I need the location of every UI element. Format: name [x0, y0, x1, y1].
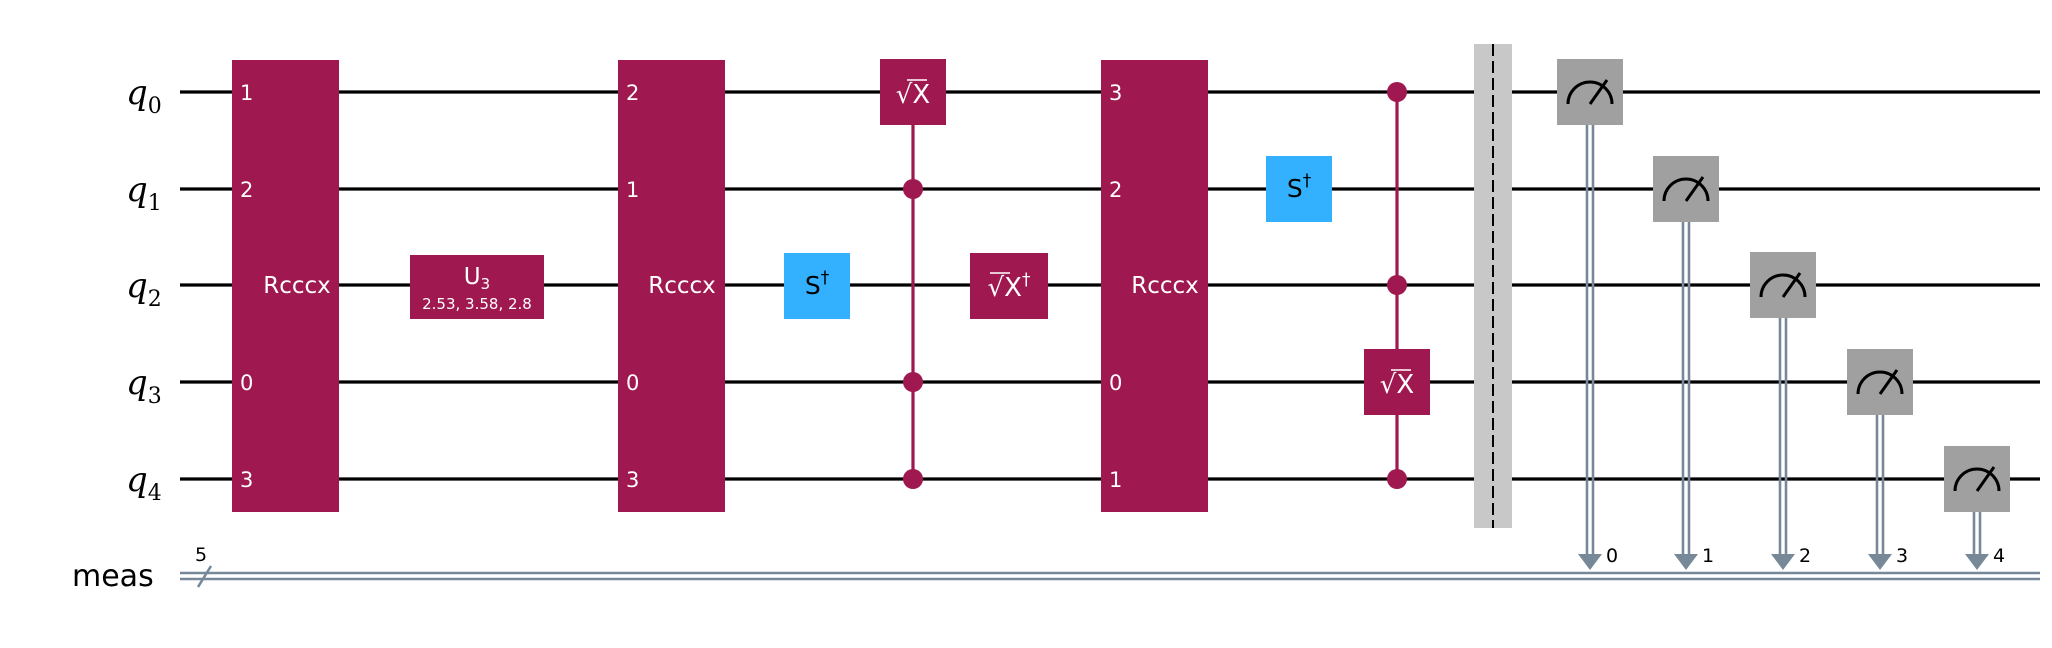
- meter-icon: [1856, 370, 1904, 395]
- register-size-label: 5: [195, 544, 207, 566]
- qubit-label-q3: q3: [126, 363, 162, 409]
- rcccx-gate-1-pin-q1: 2: [240, 178, 253, 202]
- qubit-label-q4: q4: [126, 460, 162, 506]
- qubit-label-q0: q0: [126, 73, 162, 119]
- rcccx-gate-3-label: Rcccx: [1131, 273, 1199, 299]
- rcccx-gate-1-pin-q0: 1: [240, 81, 253, 105]
- sdg-gate-q1: S†: [1266, 156, 1332, 222]
- sxdg-gate-dagger: †: [1022, 270, 1031, 290]
- svg-text:√X†: √X†: [988, 270, 1031, 303]
- svg-text:√X: √X: [1380, 370, 1414, 400]
- svg-text:√X: √X: [896, 80, 930, 110]
- classical-wire-meas: [180, 571, 2040, 581]
- sxdg-gate-label: X: [1004, 273, 1022, 303]
- measure-bit-label: 0: [1606, 545, 1618, 567]
- classical-register-label: meas: [72, 559, 154, 594]
- rcccx-gate-3-pin-q4: 1: [1109, 468, 1122, 492]
- measure-gate-q1: 1: [1653, 156, 1719, 570]
- sxdg-gate-q2: √X†: [970, 253, 1048, 319]
- sdg-gate-q1-dagger: †: [1303, 171, 1312, 191]
- rcccx-gate-1: 1 2 0 3 Rcccx: [232, 60, 339, 512]
- measure-bit-label: 2: [1799, 545, 1811, 567]
- svg-text:S†: S†: [805, 268, 830, 300]
- sx-gate-3-label: X: [1396, 370, 1414, 400]
- measurements: 0 1 2 3 4: [1557, 59, 2010, 570]
- u3-gate-params: 2.53, 3.58, 2.8: [422, 295, 532, 313]
- measure-gate-q2: 2: [1750, 252, 1816, 570]
- qubit-label-q1: q1: [126, 170, 162, 216]
- sx-gate-3-root: √: [1380, 370, 1397, 400]
- measure-bit-label: 3: [1896, 545, 1908, 567]
- meter-icon: [1953, 467, 2001, 492]
- svg-text:S†: S†: [1287, 171, 1312, 203]
- barrier: [1474, 44, 1512, 528]
- sxdg-gate-root: √: [988, 273, 1005, 303]
- rcccx-gate-2-pin-q1: 1: [626, 178, 639, 202]
- rcccx-gate-1-pin-q4: 3: [240, 468, 253, 492]
- rcccx-gate-3-pin-q0: 3: [1109, 81, 1122, 105]
- measure-bit-label: 4: [1993, 545, 2005, 567]
- rcccx-gate-2-label: Rcccx: [648, 273, 716, 299]
- register-size-slash: [196, 565, 213, 588]
- meter-icon: [1566, 80, 1614, 105]
- rcccx-gate-3: 3 2 0 1 Rcccx: [1101, 60, 1208, 512]
- sx-gate-1-root: √: [896, 80, 913, 110]
- measure-bit-label: 1: [1702, 545, 1714, 567]
- controlled-sx-gate-2: √X: [1364, 82, 1430, 489]
- sdg-gate-q2-dagger: †: [821, 268, 830, 288]
- rcccx-gate-3-pin-q1: 2: [1109, 178, 1122, 202]
- qubit-label-q2: q2: [126, 266, 162, 312]
- control-dot-q2: [1387, 275, 1407, 295]
- control-dot-q1: [903, 179, 923, 199]
- rcccx-gate-2-pin-q0: 2: [626, 81, 639, 105]
- rcccx-gate-2: 2 1 0 3 Rcccx: [618, 60, 725, 512]
- meter-icon: [1662, 177, 1710, 202]
- control-dot-q4: [903, 469, 923, 489]
- rcccx-gate-2-pin-q4: 3: [626, 468, 639, 492]
- svg-text:U3: U3: [464, 264, 490, 293]
- measure-gate-q0: 0: [1557, 59, 1623, 570]
- u3-gate-subscript: 3: [481, 275, 491, 293]
- measure-gate-q3: 3: [1847, 349, 1913, 570]
- sdg-gate-q2-label: S: [805, 271, 821, 300]
- control-dot-q0: [1387, 82, 1407, 102]
- sdg-gate-q1-label: S: [1287, 174, 1303, 203]
- u3-gate: U3 2.53, 3.58, 2.8: [410, 255, 544, 319]
- meter-icon: [1759, 273, 1807, 298]
- control-dot-q3: [903, 372, 923, 392]
- u3-gate-label: U: [464, 264, 481, 290]
- rcccx-gate-1-label: Rcccx: [263, 273, 331, 299]
- rcccx-gate-2-pin-q3: 0: [626, 371, 639, 395]
- measure-gate-q4: 4: [1944, 446, 2010, 570]
- rcccx-gate-1-pin-q3: 0: [240, 371, 253, 395]
- controlled-sx-gate-1: √X: [880, 59, 946, 489]
- rcccx-gate-3-pin-q3: 0: [1109, 371, 1122, 395]
- sx-gate-1-label: X: [912, 80, 930, 110]
- control-dot-q4b: [1387, 469, 1407, 489]
- sdg-gate-q2: S†: [784, 253, 850, 319]
